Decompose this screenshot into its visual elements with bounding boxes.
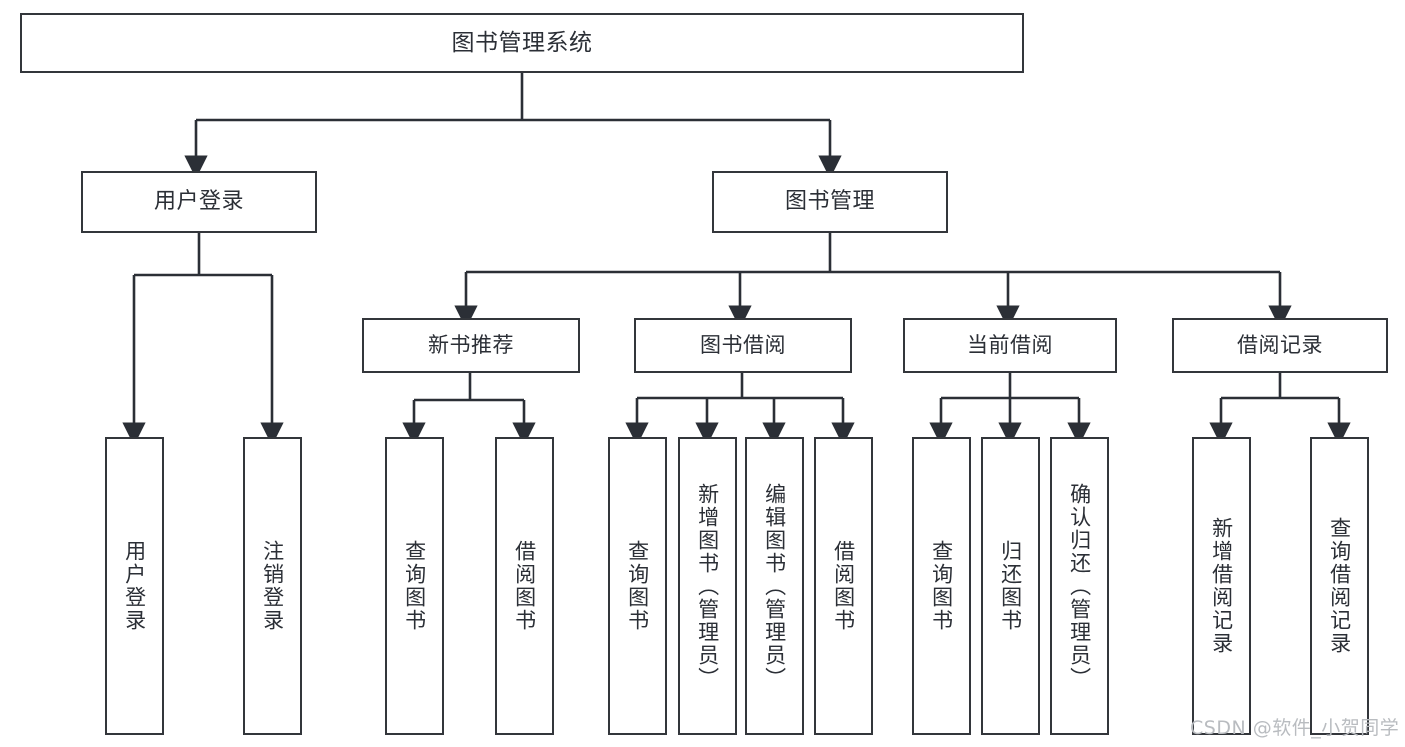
leaf-add-book-admin[interactable]: 新增图书（管理员）: [678, 437, 737, 735]
node-label: 用户登录: [122, 540, 147, 632]
node-new-book-recommend[interactable]: 新书推荐: [362, 318, 580, 373]
leaf-edit-book-admin[interactable]: 编辑图书（管理员）: [745, 437, 804, 735]
node-label: 借阅图书: [512, 540, 537, 632]
node-label: 新书推荐: [428, 333, 514, 358]
node-label: 查询借阅记录: [1327, 517, 1352, 655]
leaf-query-book-recommend[interactable]: 查询图书: [385, 437, 444, 735]
node-root-system[interactable]: 图书管理系统: [20, 13, 1024, 73]
watermark-text: CSDN @软件_小贺同学: [1190, 717, 1400, 739]
node-label: 当前借阅: [967, 333, 1053, 358]
node-label: 确认归还（管理员）: [1067, 482, 1092, 690]
node-label: 注销登录: [260, 540, 285, 632]
node-label: 借阅图书: [831, 540, 856, 632]
node-label: 查询图书: [929, 540, 954, 632]
node-label: 归还图书: [998, 540, 1023, 632]
leaf-user-login[interactable]: 用户登录: [105, 437, 164, 735]
node-label: 编辑图书（管理员）: [762, 482, 787, 690]
leaf-query-borrow-record[interactable]: 查询借阅记录: [1310, 437, 1369, 735]
leaf-return-book[interactable]: 归还图书: [981, 437, 1040, 735]
leaf-query-book-current[interactable]: 查询图书: [912, 437, 971, 735]
node-current-borrow[interactable]: 当前借阅: [903, 318, 1117, 373]
node-label: 新增图书（管理员）: [695, 482, 720, 690]
node-book-management[interactable]: 图书管理: [712, 171, 948, 233]
leaf-logout[interactable]: 注销登录: [243, 437, 302, 735]
node-book-borrow[interactable]: 图书借阅: [634, 318, 852, 373]
leaf-borrow-book-recommend[interactable]: 借阅图书: [495, 437, 554, 735]
node-label: 图书借阅: [700, 333, 786, 358]
node-label: 查询图书: [625, 540, 650, 632]
node-user-login[interactable]: 用户登录: [81, 171, 317, 233]
leaf-borrow-book[interactable]: 借阅图书: [814, 437, 873, 735]
node-label: 查询图书: [402, 540, 427, 632]
leaf-confirm-return-admin[interactable]: 确认归还（管理员）: [1050, 437, 1109, 735]
node-label: 图书管理系统: [451, 29, 593, 56]
node-label: 图书管理: [784, 189, 875, 215]
node-label: 借阅记录: [1237, 333, 1323, 358]
node-label: 用户登录: [153, 189, 244, 215]
leaf-query-book-borrow[interactable]: 查询图书: [608, 437, 667, 735]
node-label: 新增借阅记录: [1209, 517, 1234, 655]
node-borrow-record[interactable]: 借阅记录: [1172, 318, 1388, 373]
leaf-add-borrow-record[interactable]: 新增借阅记录: [1192, 437, 1251, 735]
